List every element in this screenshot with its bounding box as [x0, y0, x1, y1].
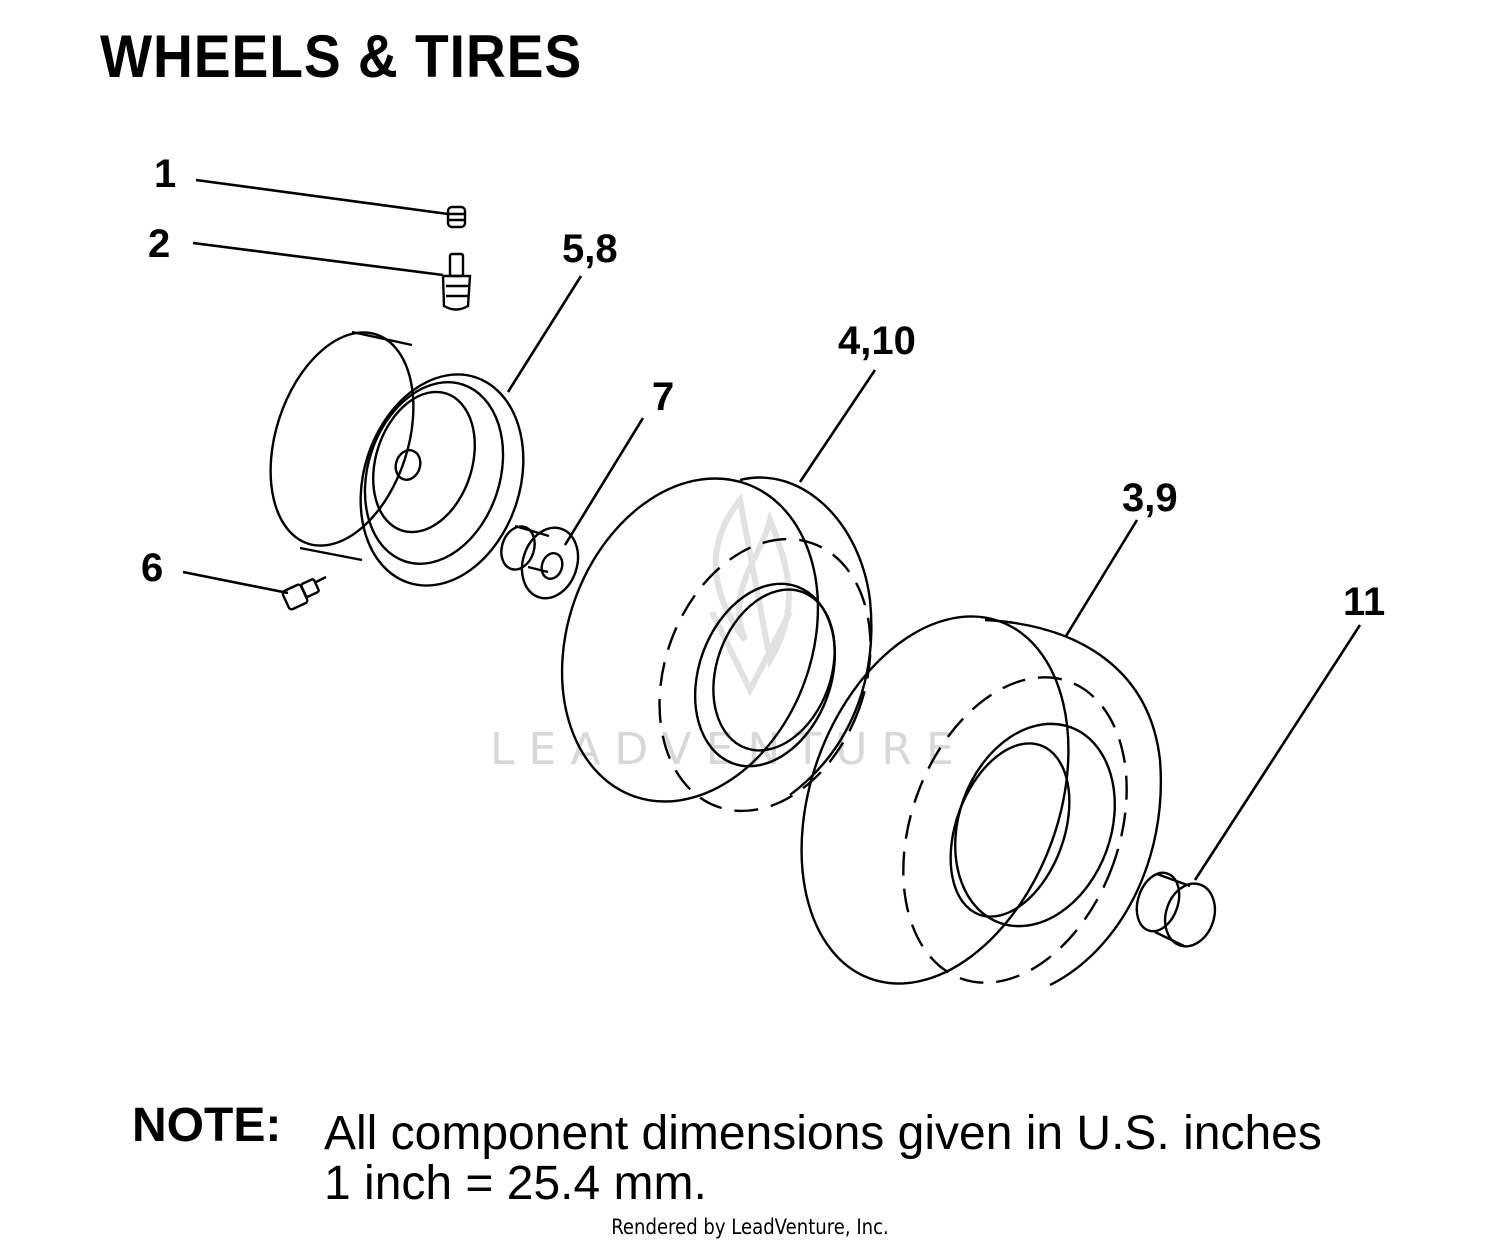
callout-7: 7: [652, 375, 674, 419]
note-line-2: 1 inch = 25.4 mm.: [324, 1157, 707, 1210]
watermark-text: LEADVENTURE: [490, 724, 968, 775]
callout-3-9: 3,9: [1122, 476, 1178, 520]
callout-6: 6: [141, 546, 163, 590]
callout-5-8: 5,8: [562, 227, 618, 271]
callout-2: 2: [148, 222, 170, 266]
note-label: NOTE:: [132, 1099, 282, 1152]
callout-11: 11: [1343, 580, 1385, 624]
rim-part: [269, 330, 525, 587]
bushing-part: [500, 524, 580, 600]
rendered-by-footer: Rendered by LeadVenture, Inc.: [611, 1215, 889, 1239]
callout-4-10: 4,10: [838, 319, 916, 363]
page-title: WHEELS & TIRES: [100, 23, 583, 90]
watermark: LEADVENTURE: [490, 493, 968, 775]
tire-rear-part: [800, 615, 1163, 987]
note-line-1: All component dimensions given in U.S. i…: [324, 1107, 1322, 1160]
flame-logo-icon: [709, 493, 793, 697]
hub-cap-part: [1135, 871, 1217, 948]
callout-1: 1: [154, 152, 176, 196]
valve-stem-part: [441, 252, 472, 311]
valve-cap-part: [446, 205, 467, 229]
leader-lines: [182, 178, 1362, 881]
grease-fitting-part: [281, 575, 327, 611]
tire-front-part: [560, 476, 873, 813]
